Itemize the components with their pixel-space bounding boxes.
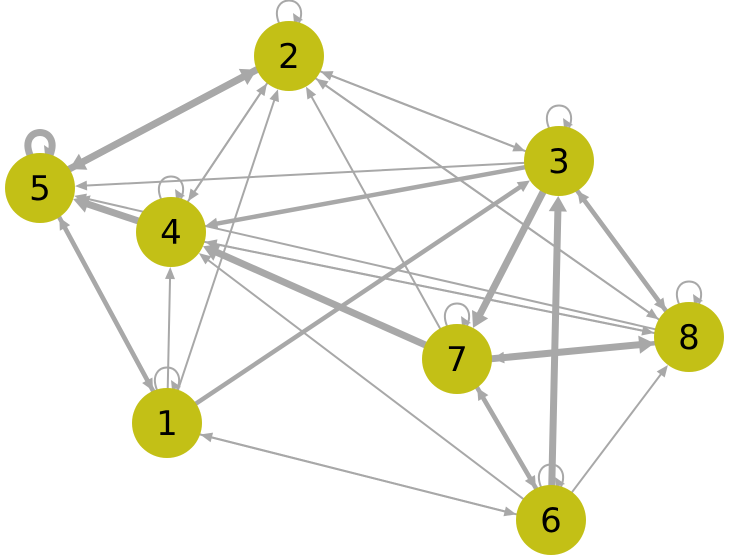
edge-1-to-3	[193, 180, 530, 406]
node-4[interactable]: 4	[136, 197, 206, 267]
arrowhead-icon	[165, 266, 176, 280]
edge-4-to-5	[73, 195, 142, 225]
edge-7-to-7	[444, 302, 471, 327]
edges-layer	[24, 0, 703, 517]
edge-6-to-3	[548, 195, 567, 489]
edge-4-to-4	[158, 175, 185, 200]
node-6[interactable]: 6	[516, 485, 586, 555]
node-circle	[422, 324, 492, 394]
edge-2-to-4	[187, 82, 269, 202]
node-2[interactable]: 2	[254, 21, 324, 91]
edge-7-to-2	[305, 86, 442, 330]
node-circle	[654, 302, 724, 372]
arrowhead-icon	[503, 506, 517, 517]
arrowhead-icon	[461, 316, 471, 326]
node-8[interactable]: 8	[654, 302, 724, 372]
arrowhead-icon	[171, 380, 181, 390]
arrowhead-icon	[74, 180, 88, 191]
node-label: 5	[29, 169, 51, 209]
arrowhead-icon	[548, 195, 567, 212]
node-label: 1	[156, 404, 178, 444]
edge-7-to-6	[474, 385, 536, 489]
edge-1-to-2	[177, 89, 279, 391]
arrowhead-icon	[44, 145, 54, 155]
arrowhead-icon	[202, 244, 221, 261]
edge-8-to-2	[315, 78, 660, 321]
node-circle	[5, 153, 75, 223]
arrowhead-icon	[198, 253, 212, 265]
arrowhead-icon	[555, 477, 565, 487]
arrowhead-icon	[175, 189, 185, 199]
node-circle	[136, 197, 206, 267]
arrowhead-icon	[656, 364, 668, 378]
edge-5-to-5	[24, 129, 56, 157]
node-5[interactable]: 5	[5, 153, 75, 223]
edge-2-to-5	[69, 66, 261, 170]
node-label: 7	[446, 340, 468, 380]
edge-2-to-2	[276, 0, 303, 24]
arrowhead-icon	[59, 217, 71, 231]
node-circle	[516, 485, 586, 555]
edge-6-to-8	[571, 364, 668, 494]
node-label: 8	[678, 318, 700, 358]
arrowhead-icon	[269, 89, 279, 103]
node-7[interactable]: 7	[422, 324, 492, 394]
edge-8-to-8	[676, 280, 703, 305]
node-label: 4	[160, 213, 182, 253]
node-label: 3	[548, 142, 570, 182]
nodes-layer: 1 2 3 4 5 6 7 8	[5, 21, 724, 555]
arrowhead-icon	[293, 13, 303, 23]
edge-6-to-6	[538, 463, 565, 488]
arrowhead-icon	[524, 474, 536, 489]
edge-1-to-1	[154, 366, 181, 391]
edge-1-to-6	[199, 433, 517, 517]
edge-1-to-4	[165, 266, 176, 390]
edge-7-to-4	[202, 244, 429, 349]
node-circle	[524, 126, 594, 196]
arrowhead-icon	[305, 86, 317, 100]
node-3[interactable]: 3	[524, 126, 594, 196]
arrowhead-icon	[516, 180, 530, 192]
arrowhead-icon	[471, 310, 489, 328]
edge-8-to-4	[204, 239, 656, 334]
edge-1-to-5	[59, 217, 156, 394]
arrowhead-icon	[187, 188, 199, 202]
arrowhead-icon	[73, 195, 91, 213]
arrowhead-icon	[69, 153, 88, 170]
edge-3-to-8	[575, 188, 666, 311]
node-1[interactable]: 1	[132, 388, 202, 458]
arrowhead-icon	[563, 118, 573, 128]
edge-3-to-5	[74, 161, 526, 191]
edge-8-to-7	[492, 341, 657, 364]
arrowhead-icon	[320, 71, 334, 81]
arrowhead-icon	[653, 297, 666, 311]
node-label: 6	[540, 501, 562, 541]
node-circle	[254, 21, 324, 91]
edge-3-to-7	[471, 188, 547, 328]
arrowhead-icon	[204, 239, 218, 250]
edge-3-to-2	[320, 71, 527, 153]
edge-3-to-3	[546, 104, 573, 129]
edge-6-to-4	[198, 253, 525, 500]
arrowhead-icon	[693, 294, 703, 304]
node-circle	[132, 388, 202, 458]
arrowhead-icon	[315, 78, 329, 90]
node-label: 2	[278, 37, 300, 77]
arrowhead-icon	[492, 351, 505, 364]
